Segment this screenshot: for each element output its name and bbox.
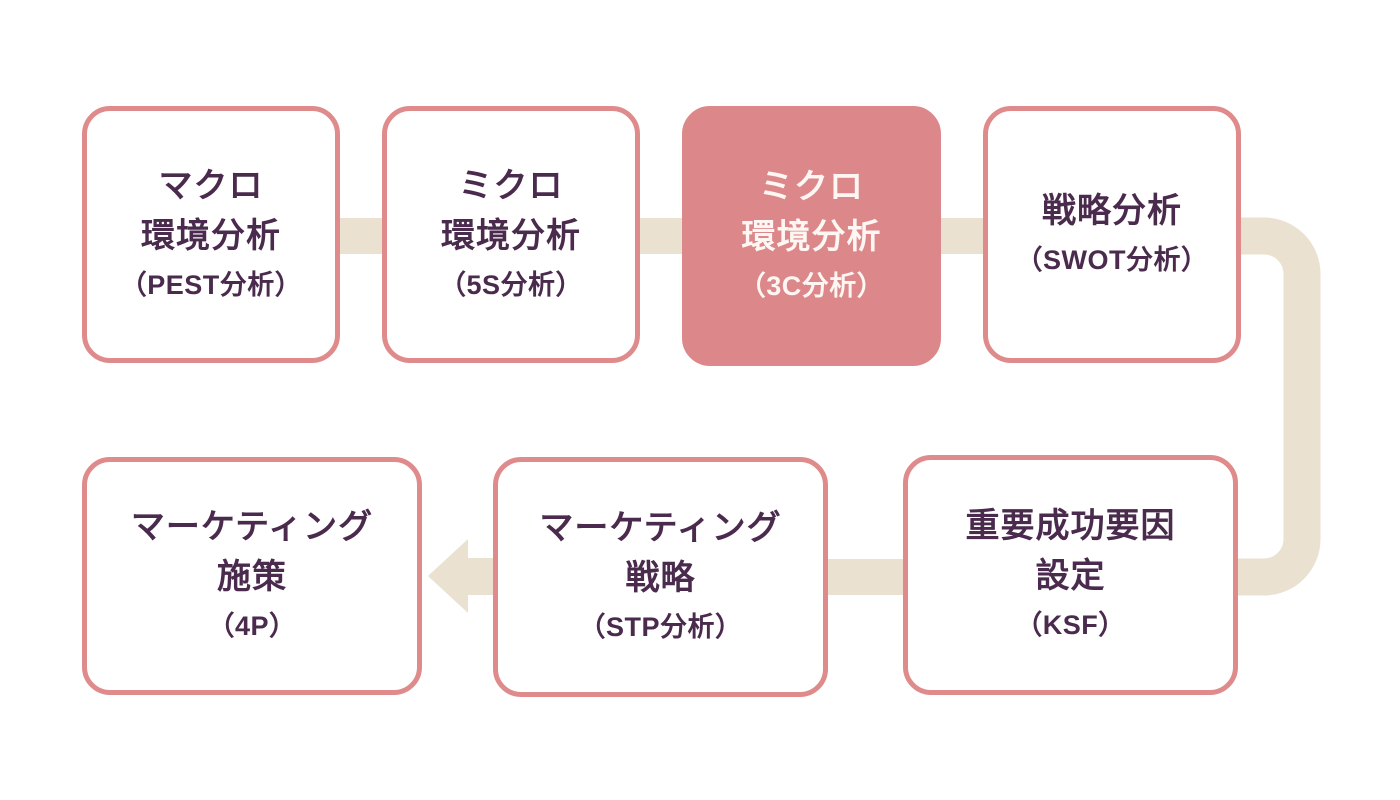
connector-5s-to-3c <box>638 218 684 254</box>
box-label-line: 施策 <box>217 558 287 596</box>
connector-3c-to-swot <box>939 218 985 254</box>
box-label-line: ミクロ <box>759 168 864 206</box>
box-label-sub: （4P） <box>207 611 297 641</box>
connector-pest-to-5s <box>340 218 384 254</box>
box-label-sub: （KSF） <box>1015 610 1126 640</box>
box-macro-env-pest: マクロ 環境分析 （PEST分析） <box>82 106 340 363</box>
box-label-line: 環境分析 <box>141 216 281 255</box>
box-label-sub: （SWOT分析） <box>1015 244 1209 275</box>
box-label-sub: （STP分析） <box>578 612 743 642</box>
box-marketing-tactics-4p: マーケティング 施策 （4P） <box>82 457 422 695</box>
box-label-line: マクロ <box>158 166 264 205</box>
arrowhead-left-icon <box>428 539 468 613</box>
box-label-line: 戦略分析 <box>1042 191 1182 230</box>
box-label-line: ミクロ <box>458 166 564 205</box>
box-marketing-strategy-stp: マーケティング 戦略 （STP分析） <box>493 457 828 697</box>
box-label-sub: （3C分析） <box>738 271 885 301</box>
connector-swot-to-ksf-curve <box>1236 217 1321 596</box>
box-label-line: 戦略 <box>625 559 696 597</box>
box-label-sub: （5S分析） <box>438 269 584 300</box>
arrow-stub <box>466 558 494 595</box>
box-ksf-setting: 重要成功要因 設定 （KSF） <box>903 455 1238 695</box>
connector-ksf-to-stp <box>825 559 905 595</box>
box-label-line: 環境分析 <box>741 218 882 256</box>
box-label-line: 設定 <box>1035 557 1106 595</box>
box-label-line: マーケティング <box>539 509 782 547</box>
box-micro-env-5s: ミクロ 環境分析 （5S分析） <box>382 106 640 363</box>
box-label-line: 環境分析 <box>441 216 581 255</box>
connector-stp-to-4p-arrow <box>428 539 494 613</box>
box-label-sub: （PEST分析） <box>119 269 303 300</box>
box-label-line: 重要成功要因 <box>965 507 1176 545</box>
box-micro-env-3c-highlighted: ミクロ 環境分析 （3C分析） <box>682 106 941 366</box>
box-strategy-swot: 戦略分析 （SWOT分析） <box>983 106 1241 363</box>
box-label-line: マーケティング <box>130 508 374 546</box>
